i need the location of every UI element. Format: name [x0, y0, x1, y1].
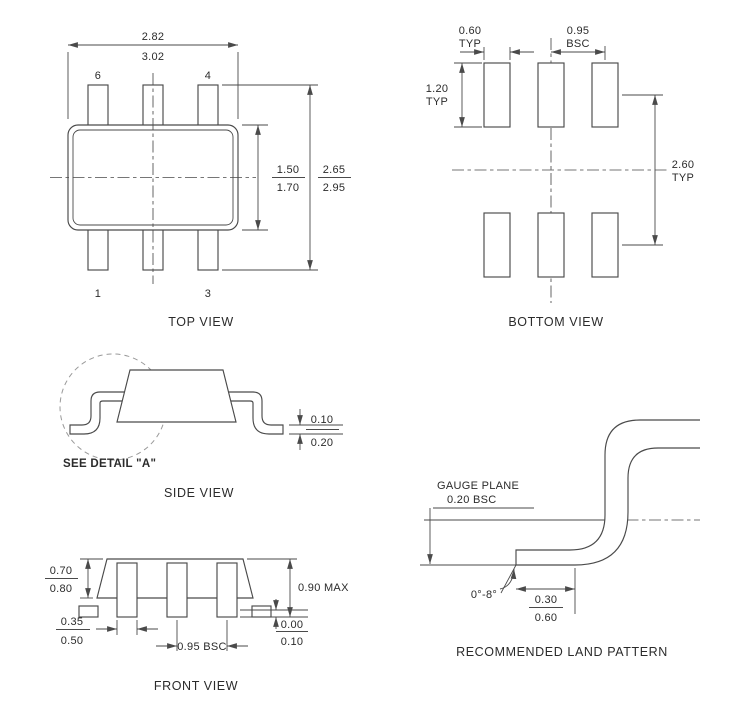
- see-detail-a-note: SEE DETAIL "A": [63, 458, 156, 470]
- foot-length-dimension: 0.30 0.60: [516, 568, 576, 624]
- dim-standoff-min: 0.10: [311, 414, 334, 426]
- front-view-lead-width-dimension: 0.35 0.50: [56, 616, 158, 647]
- top-view: 2.82 3.02 1.50 1.70 2.65 2.95 6 4 1 3 TO…: [50, 31, 351, 329]
- dim-foot-min: 0.30: [535, 594, 558, 606]
- dim-pitch-value: 0.95: [567, 25, 590, 37]
- gauge-plane-annotation: GAUGE PLANE 0.20 BSC: [427, 480, 534, 564]
- gauge-plane-label: GAUGE PLANE: [437, 480, 519, 492]
- front-view-standoff-dimension: 0.00 0.10: [240, 599, 308, 648]
- right-lead-foot: [251, 605, 272, 618]
- package-body-profile: [116, 369, 237, 423]
- land-pad: [483, 62, 511, 128]
- top-view-width-dimension: 2.82 3.02: [67, 31, 239, 119]
- left-lead-foot: [78, 605, 99, 618]
- bottom-view-pads: [483, 62, 619, 278]
- top-view-body-height-dimension: 1.50 1.70: [242, 124, 305, 231]
- dim-body-height-max: 1.70: [277, 182, 300, 194]
- pin-number-6: 6: [95, 70, 101, 82]
- pin-pad: [87, 84, 109, 128]
- dim-pad-height-value: 1.20: [426, 83, 449, 95]
- front-view: 0.70 0.80 0.90 MAX 0.35 0.50 0.95 BSC: [45, 558, 349, 693]
- top-view-pins: [87, 84, 219, 271]
- front-view-body-thickness-dimension: 0.70 0.80: [45, 558, 103, 599]
- bottom-view-pitch-dimension: 0.95 BSC: [551, 25, 606, 60]
- dim-body-height-min: 1.50: [277, 164, 300, 176]
- left-gullwing-lead: [69, 391, 126, 435]
- dim-overall-min: 2.65: [323, 164, 346, 176]
- side-view-standoff-dimension: 0.10 0.20: [289, 409, 343, 450]
- gauge-plane-dimension: 0.20 BSC: [447, 494, 496, 506]
- dim-pad-width-value: 0.60: [459, 25, 482, 37]
- pin-number-4: 4: [205, 70, 211, 82]
- dim-lead-angle: 0°-8°: [471, 589, 497, 601]
- dim-pad-height-qualifier: TYP: [426, 96, 448, 108]
- dim-body-max: 0.80: [50, 583, 73, 595]
- dim-standoff-max: 0.20: [311, 437, 334, 449]
- top-view-centerlines: [50, 73, 256, 284]
- lead-detail: GAUGE PLANE 0.20 BSC 0°-8° 0.30 0.60 REC…: [420, 419, 700, 659]
- dim-overall-max: 2.95: [323, 182, 346, 194]
- dim-width-min: 2.82: [142, 31, 165, 43]
- dim-row-span-value: 2.60: [672, 159, 695, 171]
- land-pad: [591, 212, 619, 278]
- bottom-view-title: BOTTOM VIEW: [508, 315, 603, 329]
- bottom-view-pad-width-dimension: 0.60 TYP: [459, 25, 534, 60]
- dim-body-min: 0.70: [50, 565, 73, 577]
- land-pad: [483, 212, 511, 278]
- land-pad: [537, 62, 565, 128]
- lead-angle-annotation: 0°-8°: [471, 564, 517, 601]
- pin-pad: [197, 84, 219, 128]
- angle-arc-arrow: [499, 568, 517, 590]
- land-pad: [537, 212, 565, 278]
- top-view-pin-numbers: 6 4 1 3: [95, 70, 211, 300]
- side-view-title: SIDE VIEW: [164, 486, 234, 500]
- pin-number-3: 3: [205, 288, 211, 300]
- dim-lead-width-max: 0.50: [61, 635, 84, 647]
- front-view-title: FRONT VIEW: [154, 679, 238, 693]
- front-lead: [116, 562, 138, 618]
- pin-pad: [87, 227, 109, 271]
- dim-overall-height: 0.90 MAX: [298, 582, 349, 594]
- dim-lead-width-min: 0.35: [61, 616, 84, 628]
- side-view: 0.10 0.20 SEE DETAIL "A" SIDE VIEW: [59, 353, 343, 500]
- front-view-overall-height-dimension: 0.90 MAX: [247, 558, 349, 617]
- front-lead: [166, 562, 188, 618]
- front-lead: [216, 562, 238, 618]
- dim-pitch: 0.95 BSC: [177, 641, 226, 653]
- front-view-leads: [116, 562, 238, 618]
- bottom-view-row-span-dimension: 2.60 TYP: [622, 94, 695, 246]
- bottom-view-pad-height-dimension: 1.20 TYP: [426, 62, 482, 128]
- pin-pad: [197, 227, 219, 271]
- dim-standoff-max: 0.10: [281, 636, 304, 648]
- dim-foot-max: 0.60: [535, 612, 558, 624]
- top-view-title: TOP VIEW: [168, 315, 233, 329]
- dim-width-max: 3.02: [142, 51, 165, 63]
- right-gullwing-lead: [227, 391, 284, 435]
- land-pad: [591, 62, 619, 128]
- dim-standoff-min: 0.00: [281, 619, 304, 631]
- land-pattern-title: RECOMMENDED LAND PATTERN: [456, 645, 668, 659]
- pin-number-1: 1: [95, 288, 101, 300]
- front-view-pitch-dimension: 0.95 BSC: [156, 620, 248, 653]
- dim-pitch-qualifier: BSC: [566, 38, 590, 50]
- top-view-overall-height-dimension: 2.65 2.95: [222, 84, 351, 271]
- bottom-view: 0.60 TYP 0.95 BSC 1.20 TYP 2.60 TYP BOTT…: [426, 25, 695, 329]
- dim-pad-width-qualifier: TYP: [459, 38, 481, 50]
- dim-row-span-qualifier: TYP: [672, 172, 694, 184]
- lead-profile: [515, 419, 700, 566]
